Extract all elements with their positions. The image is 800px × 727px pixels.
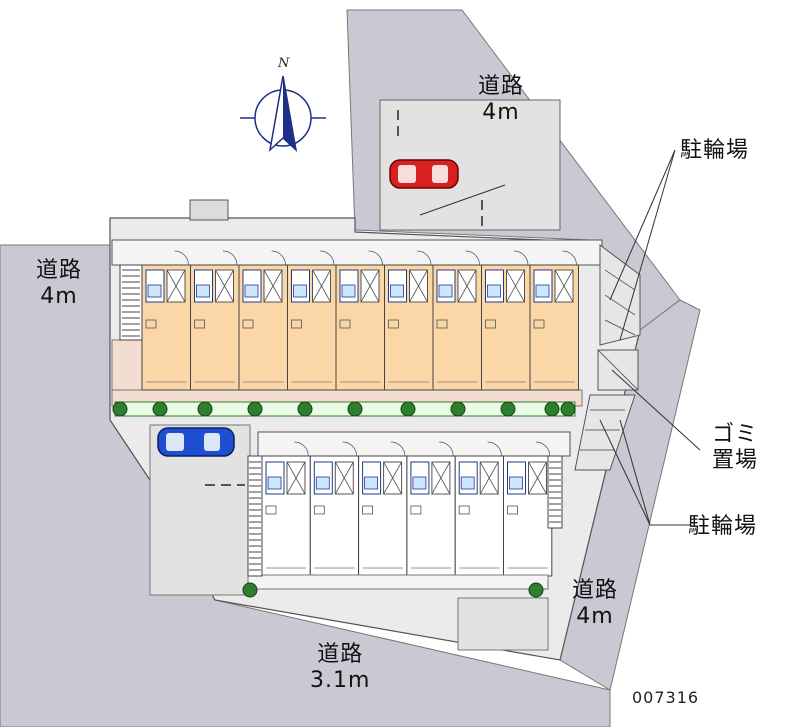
bicycle-parking-label-bottom: 駐輪場 xyxy=(688,514,758,539)
road-label-left: 道路 4m xyxy=(36,258,82,310)
road-bottom-width: 3.1m xyxy=(310,668,371,693)
shrub-icon xyxy=(400,401,416,417)
upper-building-corridor xyxy=(111,239,603,266)
road-right-name: 道路 xyxy=(572,578,619,603)
upper-unit xyxy=(432,250,482,391)
garbage-area-label: ゴミ 置場 xyxy=(712,422,758,474)
shrub-icon xyxy=(197,401,213,417)
shrub-icon xyxy=(450,401,466,417)
right-parking-block xyxy=(457,597,549,651)
road-top-width: 4m xyxy=(482,100,520,125)
shrub-icon xyxy=(242,582,258,598)
road-top-name: 道路 xyxy=(478,74,525,99)
leader-lines xyxy=(419,149,701,526)
lower-building-corridor xyxy=(257,431,571,457)
lower-units xyxy=(261,441,553,577)
shrub-icon xyxy=(152,401,168,417)
upper-unit xyxy=(287,250,337,391)
red-car-icon xyxy=(389,159,459,189)
road-left-name: 道路 xyxy=(36,258,83,283)
shrub-icon xyxy=(560,401,576,417)
bicycle-parking-label-top: 駐輪場 xyxy=(680,138,750,163)
shrub-icon xyxy=(500,401,516,417)
hedge-plants xyxy=(112,401,576,417)
meter-box xyxy=(189,199,229,221)
lower-unit xyxy=(454,441,505,577)
shrub-icon xyxy=(528,582,544,598)
road-label-top: 道路 4m xyxy=(478,74,524,126)
shrub-icon xyxy=(297,401,313,417)
blue-car-icon xyxy=(157,427,235,457)
compass-icon xyxy=(240,75,326,153)
lower-unit xyxy=(358,441,408,577)
upper-stairs xyxy=(119,264,143,341)
bicycle-parking-area-top xyxy=(599,244,641,346)
upper-unit xyxy=(529,250,579,391)
property-code: 007316 xyxy=(632,688,700,707)
lower-unit xyxy=(309,441,360,577)
road-left-width: 4m xyxy=(40,284,78,309)
lower-plants xyxy=(242,582,544,598)
road-label-right: 道路 4m xyxy=(572,578,618,630)
upper-unit xyxy=(384,250,434,391)
shrub-icon xyxy=(544,401,560,417)
garbage-area-line1: ゴミ xyxy=(712,422,759,447)
shrub-icon xyxy=(112,401,128,417)
road-label-bottom: 道路 3.1m xyxy=(310,642,370,694)
compass-north-label: N xyxy=(278,56,290,71)
road-bottom-name: 道路 xyxy=(317,642,364,667)
shrub-icon xyxy=(347,401,363,417)
lower-unit xyxy=(261,441,311,577)
lower-unit xyxy=(406,441,456,577)
garbage-area-line2: 置場 xyxy=(712,448,759,473)
parking-lot-top xyxy=(379,99,561,231)
upper-unit xyxy=(141,250,191,391)
bicycle-parking-area-bottom xyxy=(574,394,636,471)
upper-unit xyxy=(190,250,240,391)
upper-unit xyxy=(238,250,288,391)
lower-building-path xyxy=(247,574,549,590)
shrub-icon xyxy=(247,401,263,417)
garbage-area xyxy=(597,349,639,391)
upper-units xyxy=(141,250,579,391)
upper-unit xyxy=(335,250,385,391)
upper-unit xyxy=(481,250,531,391)
lower-unit xyxy=(503,441,553,577)
road-right-width: 4m xyxy=(576,604,614,629)
